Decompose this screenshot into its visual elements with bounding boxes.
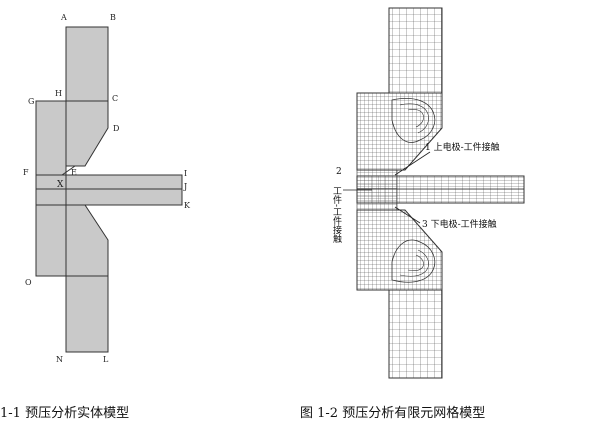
- mesh-model-diagram: 1 上电极-工件接触 3 下电极-工件接触 2 工件-工件接触: [331, 7, 525, 379]
- mesh-lower-column: [388, 289, 443, 379]
- point-label-c: C: [112, 94, 118, 103]
- annotation-lower-contact: 3 下电极-工件接触: [422, 218, 497, 230]
- point-label-j: J: [183, 182, 187, 191]
- point-label-x: X: [57, 180, 64, 190]
- annotation-upper-contact: 1 上电极-工件接触: [425, 141, 500, 153]
- point-label-f: F: [23, 168, 29, 177]
- point-label-d: D: [113, 124, 119, 133]
- point-label-i: I: [184, 169, 187, 178]
- point-label-b: B: [110, 13, 116, 22]
- figure1-caption: 1-1 预压分析实体模型: [0, 406, 130, 421]
- workpiece-plate: [35, 174, 183, 206]
- point-label-h: H: [55, 89, 62, 98]
- figure2-caption: 图 1-2 预压分析有限元网格模型: [300, 406, 486, 421]
- point-label-a: A: [60, 13, 67, 22]
- point-label-o: O: [25, 278, 32, 287]
- upper-left-block: [35, 100, 67, 176]
- upper-electrode-region: [65, 26, 109, 167]
- annotation-workpiece-contact: 工件-工件接触: [331, 186, 342, 244]
- point-label-n: N: [56, 355, 63, 364]
- solid-model-diagram: A B G H C D F E X I J K O N L: [23, 13, 191, 364]
- mesh-upper-column: [388, 7, 443, 94]
- point-label-e: E: [71, 168, 77, 177]
- lower-electrode-region: [35, 204, 109, 353]
- mesh-lower-block: [356, 209, 443, 291]
- annotation-workpiece-contact-number: 2: [336, 167, 342, 177]
- point-label-k: K: [184, 201, 191, 210]
- mesh-upper-block: [356, 92, 443, 171]
- point-label-l: L: [103, 355, 109, 364]
- point-label-g: G: [28, 97, 34, 106]
